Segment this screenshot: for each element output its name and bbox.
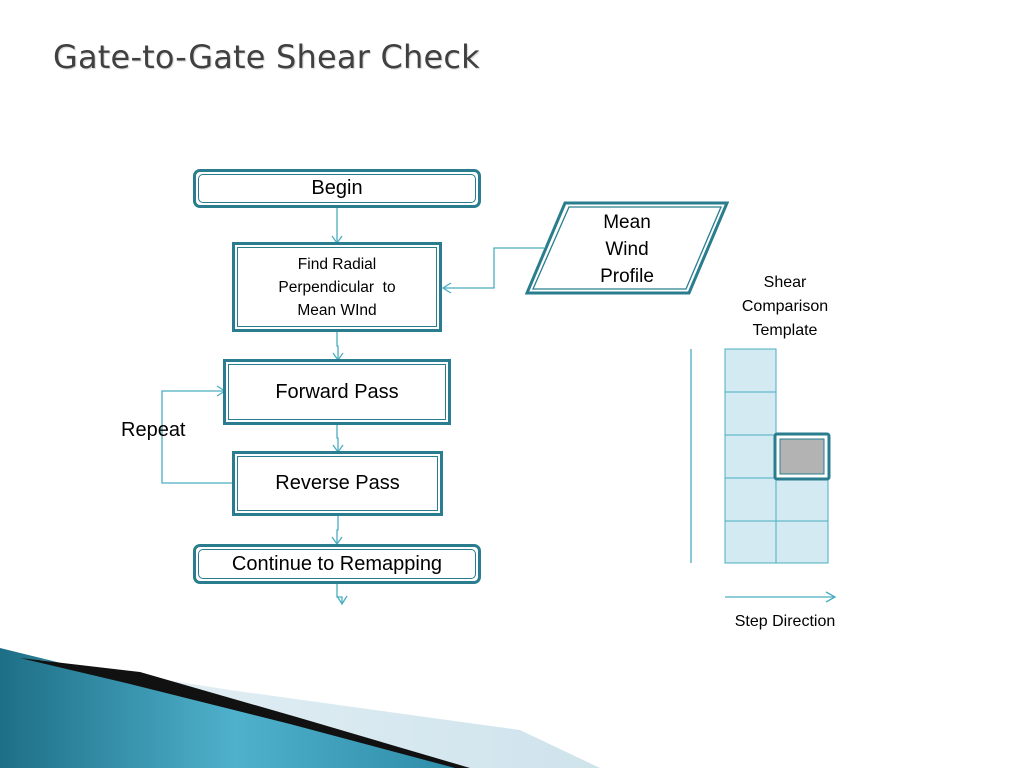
- template-title-line-2: Comparison: [741, 298, 829, 315]
- forward-pass-box: Forward Pass: [223, 359, 451, 425]
- template-title: Shear Comparison Template: [730, 271, 840, 343]
- mean-wind-line-1: Mean: [603, 212, 651, 233]
- begin-box: Begin: [193, 169, 481, 208]
- forward-pass-label: Forward Pass: [275, 380, 399, 403]
- repeat-label: Repeat: [121, 419, 186, 441]
- find-radial-line-3: Mean WInd: [297, 301, 377, 319]
- reverse-pass-label: Reverse Pass: [275, 472, 400, 494]
- mean-wind-line-3: Profile: [600, 266, 654, 287]
- find-radial-box: Find Radial Perpendicular to Mean WInd: [232, 242, 442, 332]
- connector-reverse-continue: [336, 516, 339, 543]
- decorative-swoosh: [0, 648, 600, 768]
- connector-forward-reverse: [336, 424, 339, 451]
- step-direction-label: Step Direction: [734, 613, 836, 630]
- continue-label: Continue to Remapping: [231, 552, 443, 575]
- repeat-loop-line: [161, 390, 233, 484]
- page-title: Gate-to-Gate Shear Check: [53, 38, 480, 76]
- connector-wind-find: [443, 247, 544, 289]
- continue-box: Continue to Remapping: [193, 544, 481, 584]
- reverse-pass-box: Reverse Pass: [232, 451, 443, 516]
- mean-wind-profile-shape: [524, 201, 730, 295]
- shear-template-grid: [724, 348, 829, 564]
- mean-wind-profile-label: Mean Wind Profile: [587, 209, 667, 290]
- find-radial-line-2: Perpendicular to: [278, 278, 396, 296]
- find-radial-line-1: Find Radial: [297, 255, 377, 273]
- highlighted-cell: [773, 432, 831, 481]
- begin-label: Begin: [311, 177, 363, 199]
- template-title-line-3: Template: [752, 322, 818, 339]
- connector-find-forward: [336, 332, 339, 359]
- connector-continue-out: [336, 584, 343, 604]
- mean-wind-line-2: Wind: [605, 239, 649, 260]
- template-title-line-1: Shear: [763, 274, 807, 291]
